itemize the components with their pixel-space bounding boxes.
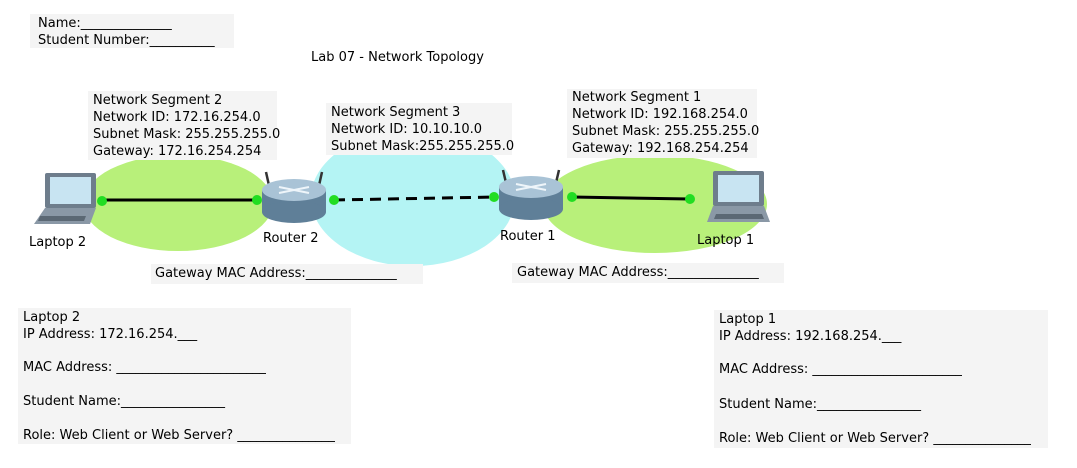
link-dot	[97, 196, 107, 206]
segment-3-subnet-mask: Subnet Mask:255.255.255.0	[331, 139, 515, 154]
laptop-2-card-title: Laptop 2	[23, 310, 81, 325]
laptop-2-ip-field[interactable]: IP Address: 172.16.254.___	[23, 327, 198, 342]
segment-2-heading: Network Segment 2	[93, 93, 223, 108]
segment-2-info	[88, 91, 277, 160]
link-dot	[252, 195, 262, 205]
page-title: Lab 07 - Network Topology	[311, 50, 484, 65]
name-box	[30, 14, 234, 48]
segment-2-network-id: Network ID: 172.16.254.0	[93, 110, 261, 125]
link-dot	[489, 192, 499, 202]
gateway-mac-right-field[interactable]: Gateway MAC Address:______________	[517, 265, 759, 280]
segment-1-subnet-mask: Subnet Mask: 255.255.255.0	[572, 124, 760, 139]
link-dot	[685, 194, 695, 204]
router-1-label: Router 1	[500, 229, 556, 244]
laptop-2-role-field[interactable]: Role: Web Client or Web Server? ________…	[23, 428, 335, 443]
segment-1-heading: Network Segment 1	[572, 90, 702, 105]
link-dot	[329, 195, 339, 205]
laptop-2-icon	[34, 173, 96, 224]
gateway-mac-left-field[interactable]: Gateway MAC Address:______________	[155, 266, 397, 281]
link-router1-laptop1	[571, 195, 691, 201]
laptop-1-role-field[interactable]: Role: Web Client or Web Server? ________…	[719, 431, 1031, 446]
laptop-1-icon	[707, 171, 770, 222]
laptop-1-label: Laptop 1	[697, 233, 755, 248]
laptop-2-student-name-field[interactable]: Student Name:________________	[23, 394, 226, 409]
segment-2-subnet-mask: Subnet Mask: 255.255.255.0	[93, 127, 281, 142]
segment-1-info	[567, 89, 757, 158]
segment-3-network-id: Network ID: 10.10.10.0	[331, 122, 483, 137]
laptop-2-card	[18, 308, 351, 444]
segment-1-gateway: Gateway: 192.168.254.254	[572, 141, 749, 156]
laptop-2-label: Laptop 2	[29, 235, 87, 250]
student-number-field[interactable]: Student Number:__________	[38, 33, 215, 48]
laptop-1-student-name-field[interactable]: Student Name:________________	[719, 397, 922, 412]
gateway-mac-right-box	[512, 263, 784, 283]
router-2-label: Router 2	[263, 231, 319, 246]
laptop-1-card-title: Laptop 1	[719, 312, 777, 327]
router-1-icon	[499, 169, 563, 220]
gateway-mac-left-box	[151, 264, 423, 284]
laptop-1-mac-field[interactable]: MAC Address: _______________________	[719, 362, 962, 377]
segment-3-info	[326, 103, 512, 155]
router-2-icon	[262, 171, 326, 223]
link-router2-router1	[333, 195, 496, 202]
segment-1-area	[543, 155, 767, 253]
laptop-2-mac-field[interactable]: MAC Address: _______________________	[23, 360, 266, 375]
laptop-1-ip-field[interactable]: IP Address: 192.168.254.___	[719, 329, 902, 344]
link-dot	[567, 192, 577, 202]
laptop-1-card	[714, 310, 1048, 448]
segment-1-network-id: Network ID: 192.168.254.0	[572, 107, 748, 122]
name-field[interactable]: Name:______________	[38, 16, 172, 31]
segment-2-area	[83, 155, 273, 251]
segment-3-heading: Network Segment 3	[331, 105, 461, 120]
segment-2-gateway: Gateway: 172.16.254.254	[93, 144, 262, 159]
